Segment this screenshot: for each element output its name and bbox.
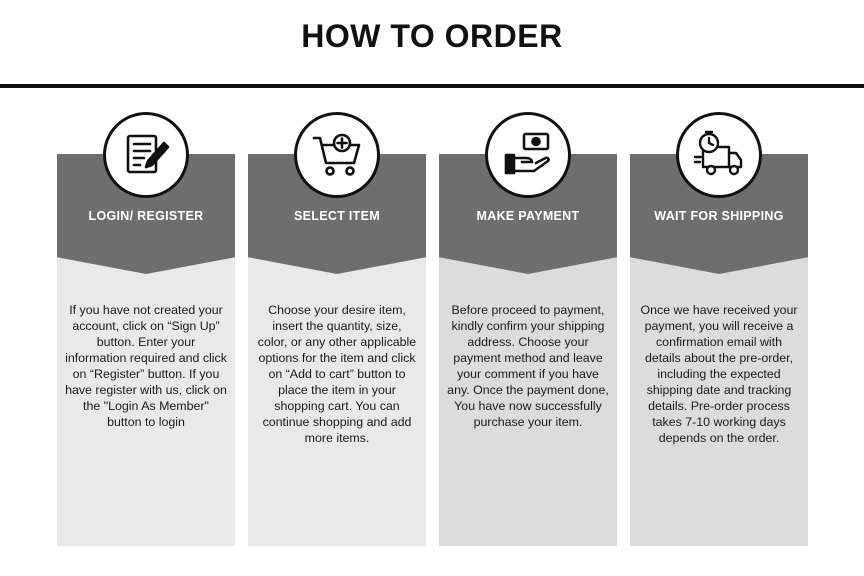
step-label: WAIT FOR SHIPPING xyxy=(654,209,784,223)
step-icon-circle xyxy=(294,112,380,198)
step-card-body xyxy=(630,246,808,546)
document-pen-icon xyxy=(126,134,170,174)
delivery-truck-icon xyxy=(693,130,743,176)
shopping-cart-add-icon xyxy=(312,133,361,176)
hand-money-icon xyxy=(504,132,550,175)
step-icon-circle xyxy=(485,112,571,198)
step-description: Once we have received your payment, you … xyxy=(640,303,798,445)
step-description: If you have not created your account, cl… xyxy=(65,303,227,429)
step-card-select-item: SELECT ITEM Choose your desire item, ins… xyxy=(248,112,426,546)
step-card-body xyxy=(439,246,617,546)
step-description: Before proceed to payment, kindly confir… xyxy=(447,303,609,429)
step-card-make-payment: MAKE PAYMENT Before proceed to payment, … xyxy=(439,112,617,546)
step-card-body xyxy=(57,246,235,546)
step-label: SELECT ITEM xyxy=(294,209,380,223)
step-description: Choose your desire item, insert the quan… xyxy=(257,303,417,445)
step-icon-circle xyxy=(103,112,189,198)
step-card-body xyxy=(248,246,426,546)
title-divider xyxy=(0,84,864,88)
step-label: MAKE PAYMENT xyxy=(476,209,580,223)
step-card-wait-for-shipping: WAIT FOR SHIPPING Once we have received … xyxy=(630,112,808,546)
step-icon-circle xyxy=(676,112,762,198)
page-title: HOW TO ORDER xyxy=(301,18,563,54)
step-card-login-register: LOGIN/ REGISTER If you have not created … xyxy=(57,112,235,546)
step-label: LOGIN/ REGISTER xyxy=(88,209,204,223)
